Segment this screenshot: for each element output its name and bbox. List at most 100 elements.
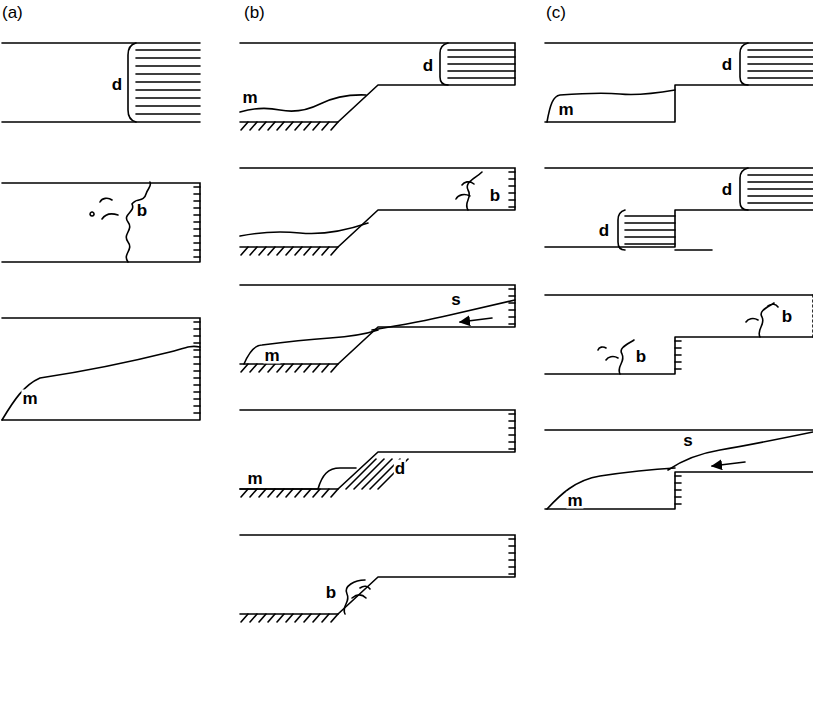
hatch-stroke [194,256,200,258]
hatch-stroke [277,489,284,497]
hatch-stroke [194,377,200,379]
hatch-stroke [259,614,266,622]
hatch-stroke [675,482,681,484]
letter-label: b [489,187,501,204]
panel-c [545,43,813,509]
hatch-stroke [748,49,813,51]
hatch-stroke [331,489,338,497]
letter-label: m [246,470,263,487]
hatch-stroke [748,63,813,65]
hatch-stroke [509,545,515,547]
letter-label: m [557,101,574,118]
hatch-stroke [136,113,200,115]
letter-label: s [450,291,461,308]
hatch-stroke [194,186,200,188]
hatch-stroke [286,247,293,255]
hatch-stroke [194,249,200,251]
hatch-stroke [295,614,302,622]
letter-label: m [263,347,280,364]
hatch-stroke [362,459,392,489]
hatch-stroke [748,174,813,176]
hatch-stroke [194,321,200,323]
hatch-stroke [378,459,408,489]
hatch-stroke [259,489,266,497]
hatch-stroke [509,573,515,575]
hatch-stroke [509,178,515,180]
hatch-stroke [313,364,320,372]
hatch-stroke [241,489,248,497]
hatch-stroke [194,349,200,351]
letter-label: m [21,390,38,407]
hatch-stroke [250,247,257,255]
hatch-stroke [509,552,515,554]
hatch-stroke [354,459,384,489]
hatch-stroke [448,70,515,72]
hatch-stroke [194,242,200,244]
hatch-stroke [277,247,284,255]
hatch-stroke [509,206,515,208]
hatch-stroke [675,475,681,477]
hatch-stroke [748,56,813,58]
hatch-stroke [313,122,320,130]
hatch-stroke [625,222,675,224]
hatch-stroke [346,459,376,489]
hatch-stroke [136,65,200,67]
hatch-stroke [625,215,675,217]
hatch-stroke [194,207,200,209]
hatch-stroke [268,122,275,130]
hatch-stroke [509,295,515,297]
hatch-stroke [304,364,311,372]
hatch-stroke [241,247,248,255]
hatch-stroke [194,214,200,216]
hatch-stroke [509,448,515,450]
hatch-stroke [625,236,675,238]
hatch-stroke [250,614,257,622]
hatch-stroke [304,122,311,130]
letter-label: b [635,348,647,365]
hatch-stroke [331,614,338,622]
hatch-stroke [241,614,248,622]
hatch-stroke [194,342,200,344]
hatch-stroke [509,199,515,201]
letter-label: d [394,460,406,477]
hatch-stroke [259,122,266,130]
hatch-stroke [331,247,338,255]
hatch-stroke [313,489,320,497]
panel-b [240,43,515,614]
hatch-stroke [136,89,200,91]
hatch-stroke [295,247,302,255]
hatch-stroke [509,309,515,311]
hatch-stroke [509,441,515,443]
hatching [136,50,813,622]
hatch-stroke [136,105,200,107]
letter-label: b [325,584,337,601]
hatch-stroke [194,335,200,337]
hatch-stroke [675,496,681,498]
hatch-stroke [448,77,515,79]
letter-label: d [598,222,610,239]
hatch-stroke [509,420,515,422]
hatch-stroke [509,316,515,318]
hatch-stroke [277,614,284,622]
hatch-stroke [675,503,681,505]
hatch-stroke [322,247,329,255]
hatch-stroke [286,364,293,372]
hatch-stroke [268,247,275,255]
letter-label: m [241,89,258,106]
hatch-stroke [194,356,200,358]
hatch-stroke [259,364,266,372]
hatch-stroke [675,340,681,342]
hatch-stroke [136,73,200,75]
hatch-stroke [194,405,200,407]
hatch-stroke [194,228,200,230]
hatch-stroke [241,122,248,130]
hatch-stroke [136,49,200,51]
hatch-stroke [509,323,515,325]
letter-label: d [422,57,434,74]
hatch-stroke [286,489,293,497]
hatch-stroke [250,489,257,497]
hatch-stroke [509,413,515,415]
hatch-stroke [322,614,329,622]
hatch-stroke [194,384,200,386]
